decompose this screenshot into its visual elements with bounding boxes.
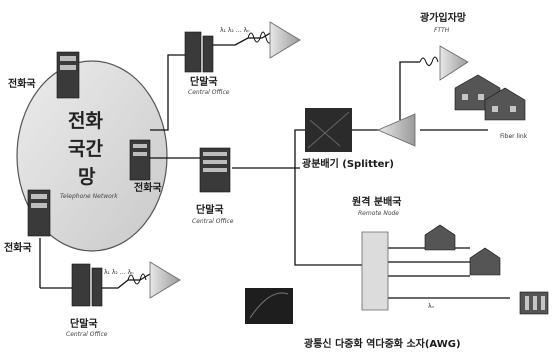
waveform-ftth <box>420 57 438 66</box>
main-co-en: Central Office <box>192 219 233 225</box>
main-co-label: 단말국 <box>196 206 224 216</box>
ftth-drop <box>400 62 420 120</box>
office-device-bottom-co <box>72 264 90 306</box>
prism-top <box>270 22 300 58</box>
house-icon <box>425 225 455 250</box>
prism-splitter <box>378 114 415 146</box>
prism-awg <box>362 232 388 310</box>
office-left-top-label: 전화국 <box>8 80 36 90</box>
house-icon <box>470 248 500 275</box>
office-device-top-co <box>185 32 201 72</box>
office-device-top-co-2 <box>203 36 213 72</box>
network-label-line-1: 전화 <box>68 112 103 131</box>
awg-caption: 광통신 다중화 역다중화 소자(AWG) <box>304 340 461 350</box>
network-label-line-2: 국간 <box>68 140 103 159</box>
trunk-to-remote-node <box>295 168 362 265</box>
wave-label-bottom: λ₁ λ₂ … λₙ <box>104 270 134 276</box>
link-bottom-wave <box>100 274 150 288</box>
remote-node-en: Remote Node <box>358 211 399 217</box>
splitter-label: 광분배기 (Splitter) <box>302 160 394 170</box>
prism-bottom <box>150 262 180 298</box>
wave-label-n: λₙ <box>428 304 434 310</box>
office-device-bottom-co-2 <box>92 268 102 306</box>
bottom-co-label: 단말국 <box>70 320 98 330</box>
office-center-label: 전화국 <box>134 184 162 194</box>
subscriber-en: FTTH <box>434 28 449 34</box>
wave-label-top: λ₁ λ₂ … λₙ <box>220 28 250 34</box>
network-label-en: Telephone Network <box>60 194 118 200</box>
top-co-label: 단말국 <box>190 78 218 88</box>
fiber-link-tag: Fiber link <box>500 134 527 140</box>
top-co-en: Central Office <box>188 90 229 96</box>
subscriber-label: 광가입자망 <box>420 14 466 24</box>
remote-node-label: 원격 분배국 <box>352 198 401 208</box>
office-left-bottom-label: 전화국 <box>4 244 32 254</box>
bottom-co-en: Central Office <box>66 332 107 338</box>
prism-ftth <box>440 46 468 80</box>
network-label-line-3: 망 <box>78 168 95 187</box>
